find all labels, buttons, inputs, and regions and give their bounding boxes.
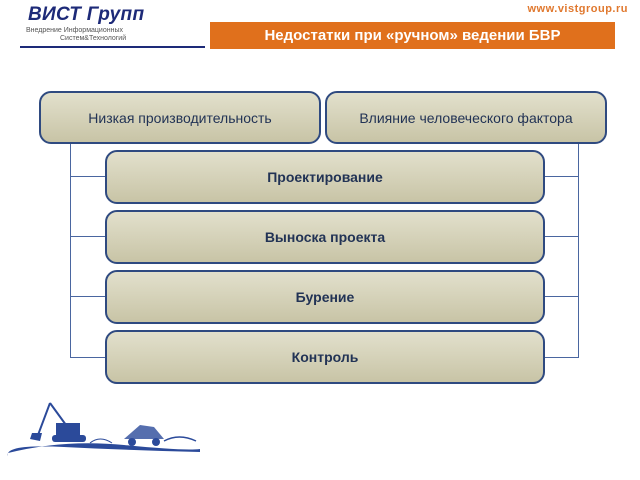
- node-human-factor-label: Влияние человеческого фактора: [359, 109, 573, 126]
- right-connector-line: [578, 144, 579, 358]
- logo-subtitle-line2: Систем&Технологий: [60, 35, 127, 42]
- connector-right-2: [545, 236, 579, 237]
- step-drilling: Бурение: [105, 270, 545, 324]
- slide-title-banner: Недостатки при «ручном» ведении БВР: [210, 22, 615, 49]
- logo-divider: [20, 46, 205, 48]
- connector-left-4: [70, 357, 105, 358]
- node-human-factor: Влияние человеческого фактора: [325, 91, 607, 144]
- step-project-layout: Выноска проекта: [105, 210, 545, 264]
- connector-left-2: [70, 236, 105, 237]
- left-connector-line: [70, 144, 71, 358]
- site-url-link[interactable]: www.vistgroup.ru: [527, 3, 628, 15]
- step-design-label: Проектирование: [267, 169, 383, 185]
- step-control: Контроль: [105, 330, 545, 384]
- logo-title: ВИСТ Групп: [28, 4, 145, 25]
- logo-subtitle-line1: Внедрение Информационных: [26, 27, 123, 34]
- node-low-productivity: Низкая производительность: [39, 91, 321, 144]
- connector-left-3: [70, 296, 105, 297]
- connector-right-4: [545, 357, 579, 358]
- connector-left-1: [70, 176, 105, 177]
- node-low-productivity-label: Низкая производительность: [88, 109, 272, 126]
- slide-title: Недостатки при «ручном» ведении БВР: [264, 27, 561, 44]
- step-drilling-label: Бурение: [295, 289, 355, 305]
- step-control-label: Контроль: [291, 349, 359, 365]
- mining-machinery-illustration: [7, 402, 200, 456]
- connector-right-3: [545, 296, 579, 297]
- step-design: Проектирование: [105, 150, 545, 204]
- step-project-layout-label: Выноска проекта: [264, 229, 386, 245]
- connector-right-1: [545, 176, 579, 177]
